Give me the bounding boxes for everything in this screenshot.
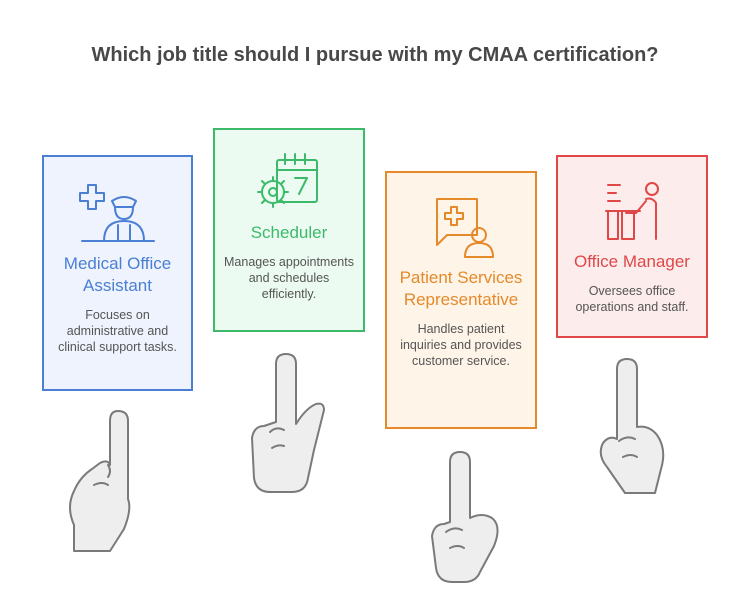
calendar-gear-icon [257, 153, 318, 208]
card-office-manager: Office Manager Oversees office operation… [556, 155, 708, 338]
card-medical-office-assistant: Medical Office Assistant Focuses on admi… [42, 155, 193, 391]
card-patient-services-representative: Patient Services Representative Handles … [385, 171, 537, 429]
card-description: Oversees office operations and staff. [575, 284, 689, 314]
card-description: Manages appointments and schedules effic… [224, 255, 354, 301]
card-label: Medical Office Assistant [63, 254, 172, 295]
card-label: Office Manager [574, 252, 690, 271]
office-desk-icon [605, 182, 659, 240]
pointing-hand-icon [69, 410, 131, 552]
patient-chat-icon [436, 198, 494, 258]
pointing-hand-icon [431, 451, 499, 583]
pointing-hand-icon [599, 358, 665, 494]
card-scheduler: Scheduler Manages appointments and sched… [213, 128, 365, 332]
card-label: Scheduler [250, 223, 328, 242]
card-description: Focuses on administrative and clinical s… [58, 308, 177, 354]
card-description: Handles patient inquiries and provides c… [400, 322, 522, 368]
page-title: Which job title should I pursue with my … [91, 44, 659, 66]
pointing-hand-icon [251, 353, 325, 493]
card-label: Patient Services Representative [399, 268, 523, 309]
medical-assistant-icon [78, 184, 155, 242]
